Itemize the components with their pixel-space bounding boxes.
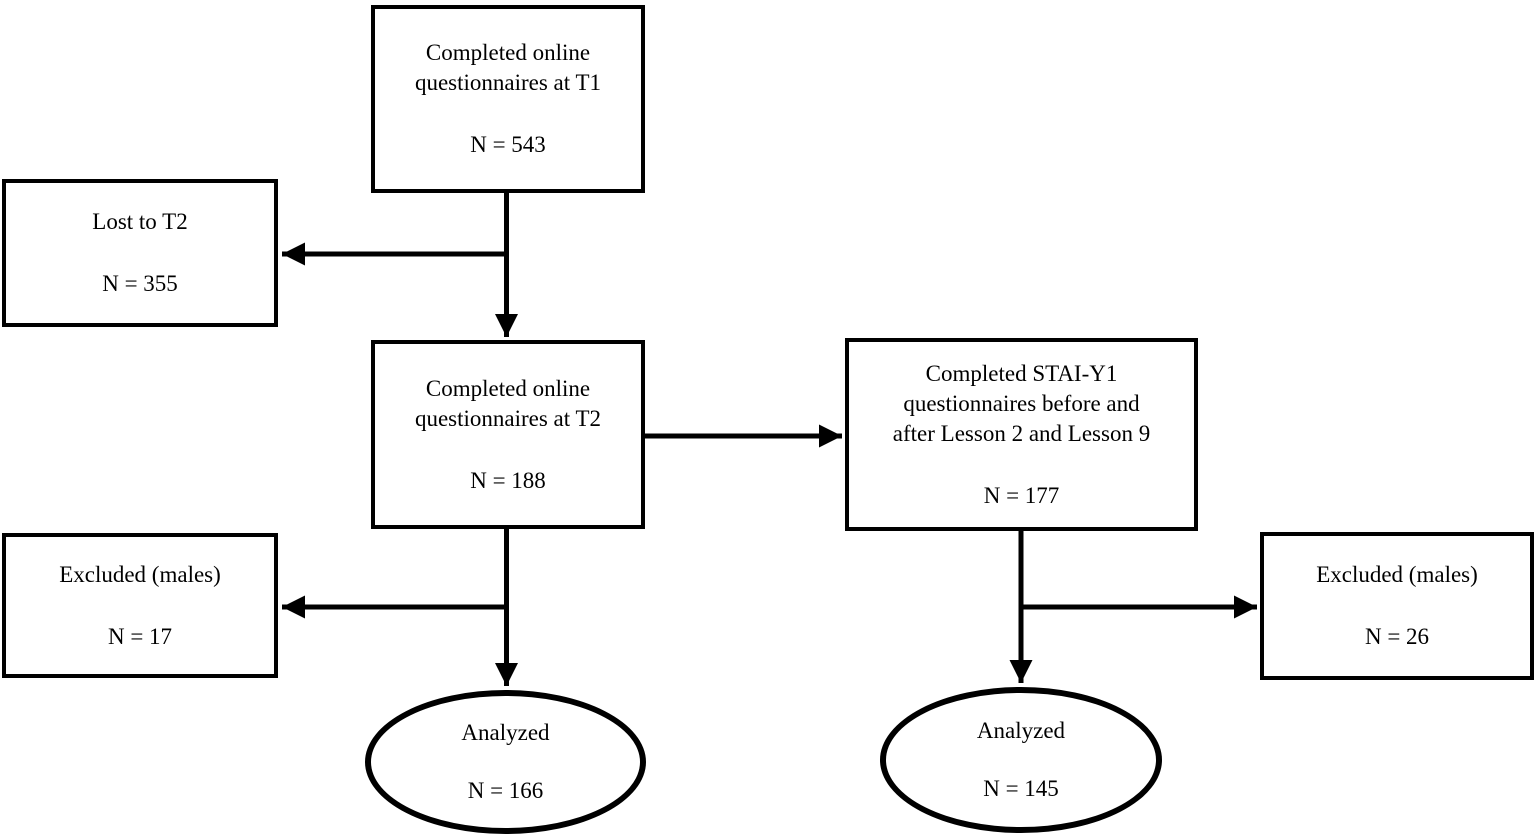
- node-completed-stai-count: N = 177: [983, 482, 1060, 508]
- node-completed-t1-count: N = 543: [470, 132, 546, 157]
- node-analyzed-right-label: Analyzed: [976, 718, 1066, 743]
- node-analyzed-right-count: N = 145: [983, 776, 1059, 801]
- node-analyzed-left-label: Analyzed: [461, 720, 550, 745]
- node-lost-to-t2: Lost to T2 N = 355: [2, 179, 278, 327]
- node-excluded-males-right-label: Excluded (males): [1316, 562, 1478, 587]
- node-excluded-males-right-count: N = 26: [1364, 624, 1430, 649]
- node-analyzed-right: Analyzed N = 145: [880, 687, 1162, 833]
- node-completed-t1-label: Completed online questionnaires at T1: [414, 40, 602, 95]
- node-excluded-males-left: Excluded (males) N = 17: [2, 533, 278, 678]
- node-excluded-males-left-count: N = 17: [107, 623, 173, 649]
- node-completed-t2: Completed online questionnaires at T2 N …: [371, 340, 645, 529]
- node-completed-stai-label: Completed STAI-Y1 questionnaires before …: [892, 360, 1151, 446]
- node-analyzed-left: Analyzed N = 166: [365, 690, 646, 834]
- node-lost-to-t2-count: N = 355: [102, 271, 178, 296]
- node-analyzed-left-count: N = 166: [467, 778, 544, 803]
- node-completed-stai: Completed STAI-Y1 questionnaires before …: [845, 338, 1198, 531]
- node-excluded-males-right: Excluded (males) N = 26: [1260, 532, 1534, 680]
- node-lost-to-t2-label: Lost to T2: [92, 209, 188, 234]
- node-completed-t2-count: N = 188: [470, 467, 546, 493]
- node-completed-t1: Completed online questionnaires at T1 N …: [371, 5, 645, 193]
- node-completed-t2-label: Completed online questionnaires at T2: [414, 375, 602, 431]
- node-excluded-males-left-label: Excluded (males): [59, 561, 221, 587]
